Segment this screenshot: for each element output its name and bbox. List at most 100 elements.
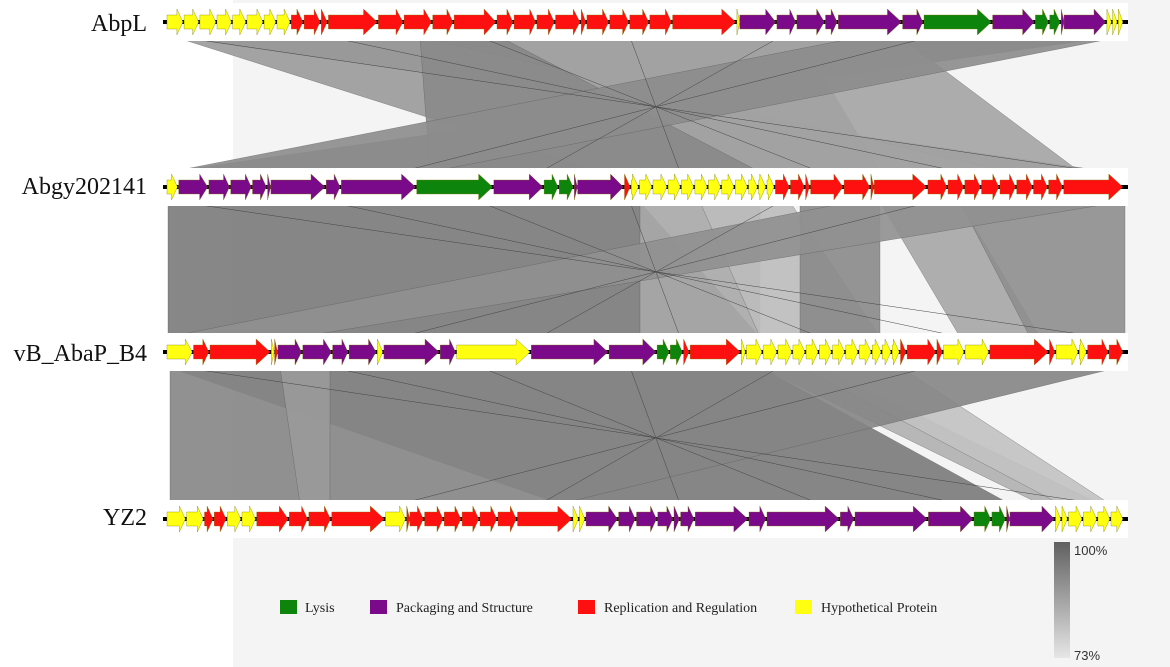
gene-arrow-abpl-20 (581, 8, 586, 36)
ribbon-line-1-5 (399, 201, 931, 338)
gene-arrow-yz2-34 (991, 505, 1006, 533)
gene-arrow-abgy202141-19 (667, 173, 681, 201)
gene-arrow-yz2-3 (214, 505, 227, 533)
genome-track-vb-abap-b4 (163, 333, 1128, 371)
gene-arrow-vb-abap-b4-0 (166, 338, 193, 366)
gene-arrow-abpl-1 (183, 8, 199, 36)
gene-arrow-abpl-24 (649, 8, 672, 36)
gene-arrow-abpl-27 (739, 8, 776, 36)
gene-arrow-vb-abap-b4-40 (1079, 338, 1087, 366)
ribbon-line-1-2 (479, 201, 821, 338)
gene-arrow-vb-abap-b4-24 (805, 338, 819, 366)
gene-arrow-abpl-11 (328, 8, 378, 36)
gene-arrow-abgy202141-26 (758, 173, 766, 201)
gene-arrow-abpl-34 (992, 8, 1035, 36)
gene-arrow-abpl-31 (838, 8, 902, 36)
gene-arrow-vb-abap-b4-27 (845, 338, 859, 366)
gene-arrow-abpl-15 (453, 8, 497, 36)
gene-arrow-abpl-28 (776, 8, 796, 36)
gene-arrow-vb-abap-b4-23 (792, 338, 806, 366)
gene-arrow-abpl-22 (609, 8, 629, 36)
gene-arrow-abgy202141-18 (652, 173, 668, 201)
genome-track-abgy202141 (163, 168, 1128, 206)
gene-arrow-yz2-27 (695, 505, 749, 533)
gene-arrow-vb-abap-b4-15 (656, 338, 670, 366)
gene-arrow-vb-abap-b4-42 (1108, 338, 1123, 366)
legend-swatch-replication (578, 600, 595, 614)
gene-arrow-yz2-2 (204, 505, 214, 533)
ribbon-line-2-2 (479, 366, 821, 505)
gene-arrow-vb-abap-b4-2 (209, 338, 271, 366)
legend-swatch-packaging (370, 600, 387, 614)
ribbon-line-0-4 (539, 36, 781, 173)
gene-arrow-vb-abap-b4-21 (762, 338, 777, 366)
gene-arrow-yz2-30 (840, 505, 854, 533)
gene-arrow-yz2-4 (227, 505, 241, 533)
gene-arrow-abgy202141-23 (721, 173, 735, 201)
legend-swatch-lysis (280, 600, 297, 614)
gene-arrow-abgy202141-20 (681, 173, 694, 201)
gene-arrow-abgy202141-0 (166, 173, 178, 201)
gene-arrow-vb-abap-b4-13 (531, 338, 609, 366)
gene-arrow-vb-abap-b4-19 (741, 338, 746, 366)
gene-arrow-abgy202141-24 (735, 173, 748, 201)
gene-arrow-abgy202141-14 (577, 173, 624, 201)
gene-arrow-vb-abap-b4-5 (277, 338, 302, 366)
gene-arrow-abpl-33 (923, 8, 992, 36)
gene-arrow-abgy202141-6 (270, 173, 326, 201)
gene-arrow-abgy202141-2 (208, 173, 230, 201)
gene-arrow-abgy202141-42 (1048, 173, 1063, 201)
gene-arrow-vb-abap-b4-20 (746, 338, 763, 366)
gene-arrow-abpl-29 (796, 8, 825, 36)
legend-label-lysis: Lysis (305, 601, 335, 616)
gene-arrow-yz2-20 (579, 505, 585, 533)
gene-arrow-yz2-6 (256, 505, 289, 533)
gene-arrow-abgy202141-22 (708, 173, 721, 201)
gene-arrow-vb-abap-b4-33 (906, 338, 936, 366)
gene-arrow-abgy202141-40 (1016, 173, 1033, 201)
legend: Lysis Packaging and Structure Replicatio… (280, 600, 937, 616)
gene-arrow-vb-abap-b4-26 (832, 338, 845, 366)
gene-arrow-abgy202141-39 (999, 173, 1016, 201)
gene-arrow-yz2-40 (1083, 505, 1097, 533)
gene-arrow-abgy202141-13 (574, 173, 578, 201)
gene-arrow-abgy202141-7 (326, 173, 341, 201)
gene-arrow-yz2-42 (1110, 505, 1123, 533)
gene-arrow-abgy202141-11 (543, 173, 559, 201)
gene-arrow-abgy202141-35 (927, 173, 947, 201)
ribbon-line-0-3 (629, 36, 681, 173)
gene-arrow-abgy202141-34 (874, 173, 927, 201)
genome-track-yz2 (163, 500, 1128, 538)
gene-arrow-abpl-12 (378, 8, 404, 36)
gene-arrow-yz2-12 (409, 505, 424, 533)
gene-arrow-yz2-21 (585, 505, 618, 533)
identity-scale-bar (1054, 542, 1070, 658)
gene-arrow-abpl-2 (199, 8, 216, 36)
gene-arrow-yz2-24 (657, 505, 673, 533)
gene-arrow-abgy202141-17 (639, 173, 652, 201)
gene-arrow-abgy202141-30 (805, 173, 810, 201)
gene-arrow-abgy202141-3 (230, 173, 252, 201)
gene-arrow-abpl-30 (825, 8, 838, 36)
gene-arrow-abpl-41 (1118, 8, 1123, 36)
gene-arrow-vb-abap-b4-18 (690, 338, 741, 366)
gene-arrow-vb-abap-b4-12 (456, 338, 531, 366)
ribbon-line-1-4 (539, 201, 781, 338)
gene-arrow-abpl-13 (403, 8, 432, 36)
gene-arrow-abgy202141-25 (748, 173, 758, 201)
gene-arrow-yz2-18 (517, 505, 573, 533)
gene-arrow-yz2-8 (308, 505, 331, 533)
gene-arrow-abgy202141-9 (416, 173, 493, 201)
gene-arrow-yz2-19 (572, 505, 579, 533)
gene-arrow-abgy202141-29 (790, 173, 805, 201)
gene-arrow-vb-abap-b4-6 (302, 338, 332, 366)
ribbon-line-2-4 (539, 366, 781, 505)
gene-arrow-yz2-11 (406, 505, 410, 533)
gene-arrow-vb-abap-b4-36 (964, 338, 989, 366)
identity-scale: 100% 73% (1054, 542, 1108, 663)
gene-arrow-yz2-33 (973, 505, 991, 533)
gene-arrow-vb-abap-b4-16 (670, 338, 683, 366)
similarity-ribbons (167, 36, 1126, 505)
gene-arrow-abpl-10 (321, 8, 328, 36)
